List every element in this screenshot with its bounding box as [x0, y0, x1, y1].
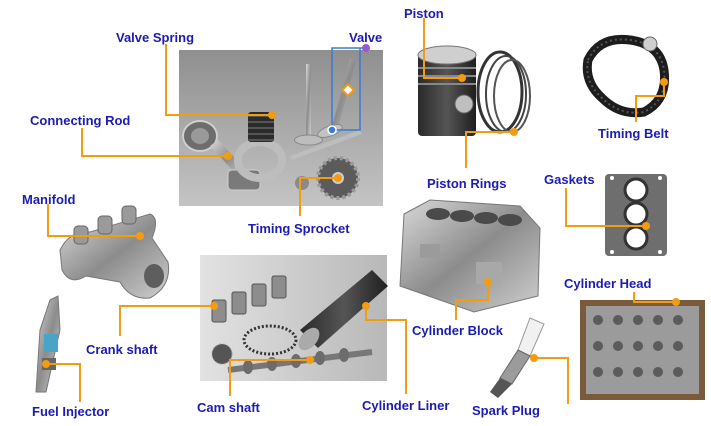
label-cylinder-block: Cylinder Block [412, 323, 504, 338]
label-cam-shaft: Cam shaft [197, 400, 260, 415]
label-fuel-injector: Fuel Injector [32, 404, 110, 419]
manifold-photo [59, 205, 170, 299]
valvetrain-photo [179, 50, 383, 206]
gasket-photo [605, 174, 667, 256]
piston-photo [417, 45, 531, 136]
label-crank-shaft: Crank shaft [86, 342, 158, 357]
label-piston: Piston [404, 6, 444, 21]
cylinder-head-photo [580, 300, 705, 400]
timing-sprocket-illustration [316, 156, 360, 200]
valve-illustration [294, 64, 323, 146]
label-gaskets: Gaskets [544, 172, 595, 187]
label-timing-sprocket: Timing Sprocket [248, 221, 350, 236]
label-cylinder-head: Cylinder Head [564, 276, 652, 291]
valve-spring-illustration [248, 112, 274, 142]
label-timing-belt: Timing Belt [598, 126, 669, 141]
label-connecting-rod: Connecting Rod [30, 113, 131, 128]
label-valve: Valve [349, 30, 383, 45]
label-manifold: Manifold [22, 192, 76, 207]
timing-belt-photo [582, 34, 670, 118]
label-cylinder-liner: Cylinder Liner [362, 398, 450, 413]
crankshaft-photo [200, 255, 388, 381]
cylinder-block-photo [399, 199, 541, 313]
spark-plug-photo [490, 317, 545, 398]
fuel-injector-photo [35, 295, 61, 393]
label-valve-spring: Valve Spring [116, 30, 195, 45]
label-piston-rings: Piston Rings [427, 176, 507, 191]
label-spark-plug: Spark Plug [472, 403, 540, 418]
